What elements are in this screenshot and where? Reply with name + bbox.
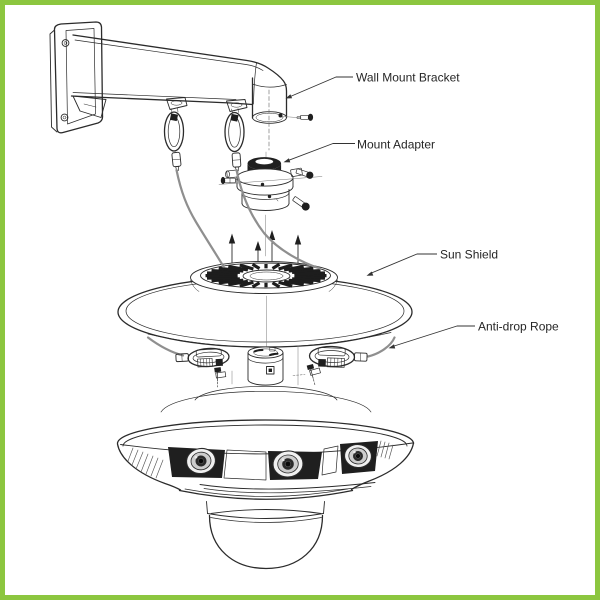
- camera-body-drawing: [116, 385, 415, 570]
- sun-shield-vent-slots: [205, 262, 327, 289]
- callout-anti-drop-rope: Anti-drop Rope: [388, 319, 559, 349]
- lens-band: [127, 440, 394, 481]
- callout-mount-adapter: Mount Adapter: [283, 137, 435, 163]
- camera-lens-right: [343, 443, 373, 469]
- sun-shield-drawing: [117, 261, 413, 348]
- dome-drawing: [208, 509, 324, 570]
- anchor-pin-left: [214, 367, 227, 388]
- callout-label-mount-adapter: Mount Adapter: [357, 137, 435, 151]
- camera-lens-center: [272, 450, 304, 478]
- mount-column: [247, 346, 284, 386]
- wall-mount-bracket-drawing: [49, 21, 288, 151]
- carabiner-left: [163, 107, 185, 171]
- callout-label-wall-mount-bracket: Wall Mount Bracket: [356, 70, 460, 84]
- callout-sun-shield: Sun Shield: [366, 247, 498, 276]
- carabiner-right: [224, 108, 245, 172]
- camera-lens-left: [185, 447, 217, 475]
- callout-wall-mount-bracket: Wall Mount Bracket: [285, 70, 460, 99]
- callout-label-anti-drop-rope: Anti-drop Rope: [478, 319, 559, 333]
- quick-link-left: [175, 347, 230, 368]
- anti-drop-rope-drawing: [146, 168, 396, 358]
- quick-link-right: [308, 345, 368, 368]
- mount-adapter-drawing: [218, 151, 323, 211]
- callout-label-sun-shield: Sun Shield: [440, 247, 498, 261]
- anchor-pin-right: [306, 363, 321, 385]
- screws: [220, 113, 314, 211]
- under-shield-assembly: [175, 295, 368, 388]
